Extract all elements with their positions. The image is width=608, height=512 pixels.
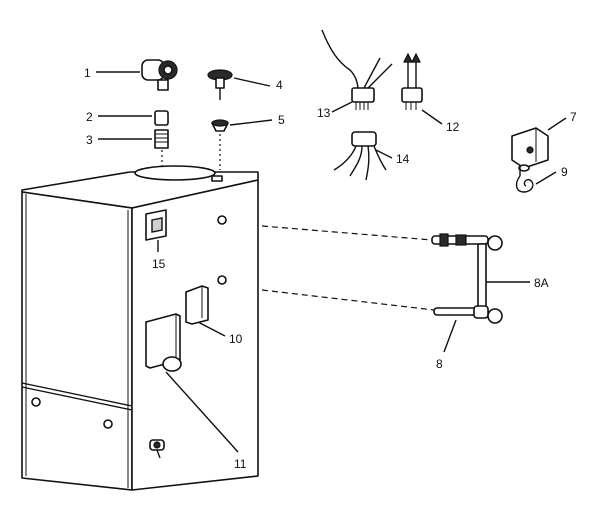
burner-manifold <box>431 233 503 324</box>
callout-2: 2 <box>86 110 93 124</box>
connector <box>401 52 423 110</box>
callout-7: 7 <box>570 110 577 124</box>
callout-3: 3 <box>86 133 93 147</box>
gas-valve-box <box>145 313 182 372</box>
relief-valve <box>141 59 178 91</box>
sensor-bulb <box>515 166 534 193</box>
lower-panel-divider <box>21 382 133 407</box>
fitting <box>211 119 229 132</box>
callout-8a: 8A <box>534 276 549 290</box>
callout-13: 13 <box>317 106 331 120</box>
side-hole-middle <box>217 275 227 285</box>
callout-1: 1 <box>84 66 91 80</box>
cabinet-front <box>21 191 133 491</box>
limit-control <box>511 127 549 172</box>
top-opening <box>134 165 216 181</box>
callout-4: 4 <box>276 78 283 92</box>
front-hole-right <box>103 419 113 429</box>
callout-14: 14 <box>396 152 410 166</box>
callout-11: 11 <box>234 457 247 471</box>
cabinet-side <box>131 179 259 491</box>
switch-box <box>145 209 167 252</box>
callout-5: 5 <box>278 113 285 127</box>
control-box <box>185 285 209 325</box>
callout-8: 8 <box>436 357 443 371</box>
front-hole-left <box>31 397 41 407</box>
cabinet <box>21 165 259 491</box>
wiring-harness <box>333 131 387 181</box>
thermostat-dial <box>207 69 233 100</box>
callout-10: 10 <box>229 332 243 346</box>
power-cord-plug <box>321 29 393 110</box>
connection-line-upper <box>261 225 433 241</box>
coupling <box>154 110 169 126</box>
callout-15: 15 <box>152 257 166 271</box>
side-hole-upper <box>217 215 227 225</box>
pipe-nipple <box>154 129 169 149</box>
drain-valve <box>149 439 165 459</box>
callout-9: 9 <box>561 165 568 179</box>
connection-line-lower <box>261 289 435 311</box>
callout-12: 12 <box>446 120 460 134</box>
